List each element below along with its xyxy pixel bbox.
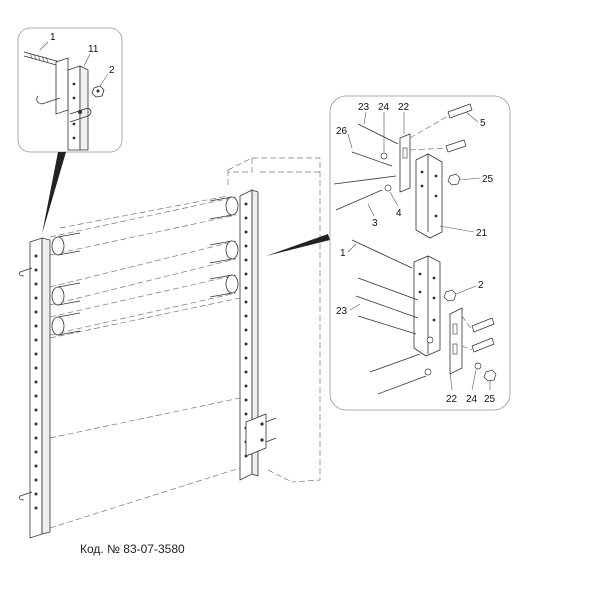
upright-hole xyxy=(34,506,38,510)
roller-end xyxy=(225,196,239,216)
upright-hole xyxy=(34,436,38,440)
roller-end xyxy=(51,236,65,256)
roller-edge xyxy=(209,292,233,298)
upright-hole xyxy=(34,282,38,286)
roller-edge xyxy=(209,258,233,264)
roller-end xyxy=(225,240,239,260)
roller-edge xyxy=(209,240,233,246)
callout-25-bottom: 25 xyxy=(484,394,496,405)
upright-hole xyxy=(244,300,248,304)
upright-hole xyxy=(244,258,248,262)
roller-edge xyxy=(57,330,81,336)
roller-edge xyxy=(49,274,237,318)
roller-bars xyxy=(49,196,239,336)
roller-edge xyxy=(57,250,81,256)
upright-hole xyxy=(244,328,248,332)
callout-3: 3 xyxy=(372,218,378,229)
upright-hole xyxy=(34,338,38,342)
upright-hole xyxy=(34,310,38,314)
upper-bracket-assembly xyxy=(333,103,473,239)
callout-25-top: 25 xyxy=(482,174,494,185)
callout-top-1: 1 xyxy=(50,32,56,43)
upright-hole xyxy=(244,412,248,416)
upright-hole xyxy=(34,324,38,328)
upright-hole xyxy=(34,254,38,258)
roller-edge xyxy=(209,214,233,220)
right-detail-bubble: 23 24 22 5 26 25 4 3 21 1 2 23 22 24 25 xyxy=(329,95,511,411)
roller-edge xyxy=(49,258,237,306)
callout-21: 21 xyxy=(476,228,488,239)
callout-top-2: 2 xyxy=(109,65,115,76)
callout-4: 4 xyxy=(396,208,402,219)
right-upright xyxy=(239,189,277,481)
upright-hole xyxy=(244,272,248,276)
callout-26: 26 xyxy=(336,126,348,137)
roller-edge xyxy=(49,240,237,288)
lower-bracket-assembly xyxy=(351,239,497,395)
upright-post-detail xyxy=(67,65,89,151)
upright-hole xyxy=(34,296,38,300)
upright-hole xyxy=(244,216,248,220)
upright-hole xyxy=(244,398,248,402)
upright-hole xyxy=(244,286,248,290)
callout-1: 1 xyxy=(340,248,346,259)
product-code: Код. № 83-07-3580 xyxy=(80,542,185,556)
upright-hole xyxy=(244,202,248,206)
callout-23-bottom: 23 xyxy=(336,306,348,317)
roller-edge xyxy=(209,196,233,202)
upright-hole xyxy=(34,422,38,426)
net-outline xyxy=(49,195,241,529)
upright-hole xyxy=(244,342,248,346)
left-upright xyxy=(19,237,51,539)
callout-top-11: 11 xyxy=(88,44,99,55)
upright-hole xyxy=(244,314,248,318)
leader-lines xyxy=(347,111,491,391)
upright-hole xyxy=(34,268,38,272)
upright-hole xyxy=(244,230,248,234)
bracket-part xyxy=(36,57,92,123)
callout-2: 2 xyxy=(478,280,484,291)
roller-edge xyxy=(49,196,237,238)
upright-hole xyxy=(34,450,38,454)
roller-edge xyxy=(57,232,81,238)
upright-hole xyxy=(34,380,38,384)
upright-hole xyxy=(244,370,248,374)
upright-hole xyxy=(34,408,38,412)
upright-hole xyxy=(244,244,248,248)
upright-hole xyxy=(34,394,38,398)
roller-end xyxy=(225,274,239,294)
roller-edge xyxy=(57,282,81,288)
callout-22-bottom: 22 xyxy=(446,394,458,405)
upright-hole xyxy=(34,352,38,356)
roller-end xyxy=(51,286,65,306)
roller-end xyxy=(51,316,65,336)
roller-edge xyxy=(49,214,237,256)
upright-hole xyxy=(34,478,38,482)
upright-hole xyxy=(34,492,38,496)
callout-23-top: 23 xyxy=(358,102,370,113)
roller-edge xyxy=(209,274,233,280)
callout-22-top: 22 xyxy=(398,102,410,113)
callout-5: 5 xyxy=(480,118,486,129)
upright-hole xyxy=(34,366,38,370)
callout-24-bottom: 24 xyxy=(466,394,478,405)
wall-block xyxy=(227,157,321,483)
roller-edge xyxy=(57,300,81,306)
upright-hole xyxy=(34,464,38,468)
upright-hole xyxy=(244,384,248,388)
detail-pointer xyxy=(266,234,330,256)
bolt-part xyxy=(23,51,61,67)
callout-24-top: 24 xyxy=(378,102,390,113)
roller-edge xyxy=(49,292,237,336)
nut-part xyxy=(91,85,105,98)
roller-edge xyxy=(57,312,81,318)
top-left-detail-bubble: 1 11 2 xyxy=(17,27,123,234)
upright-hole xyxy=(244,356,248,360)
